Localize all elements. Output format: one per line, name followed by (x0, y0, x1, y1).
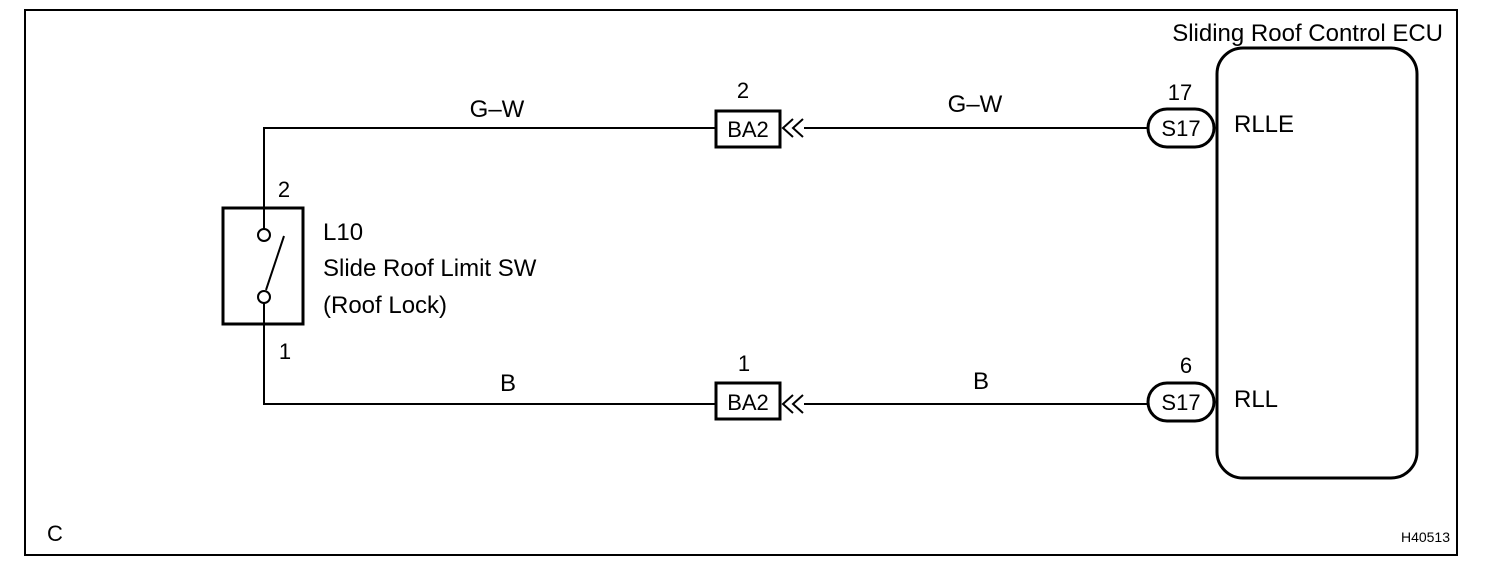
ecu-connector-bottom-label: S17 (1161, 390, 1200, 415)
junction-top-arrow-1 (781, 118, 794, 138)
ecu-connector-top-label: S17 (1161, 116, 1200, 141)
junction-bottom-box (714, 381, 782, 421)
switch-pin-bottom: 1 (279, 339, 291, 364)
wire-bottom-color-left: B (500, 370, 516, 397)
junction-bottom-label: BA2 (727, 390, 769, 415)
ecu-connector-top: S17 (1146, 107, 1216, 149)
ecu-pin-top: 17 (1168, 80, 1192, 105)
junction-top-box (714, 109, 782, 149)
ecu-terminal-rll: RLL (1234, 386, 1278, 413)
junction-bottom-arrow-2 (791, 394, 804, 414)
ecu-connector-bottom: S17 (1146, 381, 1216, 423)
ecu-box (1215, 46, 1419, 480)
junction-top-arrow-2 (791, 118, 804, 138)
wire-top-color-right: G–W (948, 91, 1003, 118)
junction-bottom-arrow-1 (781, 394, 794, 414)
junction-top-label: BA2 (727, 117, 769, 142)
wire-top (263, 127, 716, 228)
wire-bottom-color-right: B (973, 368, 989, 395)
junction-top-pin: 2 (737, 78, 749, 103)
limit-switch (221, 206, 305, 326)
switch-name: Slide Roof Limit SW (323, 255, 537, 282)
ecu-title: Sliding Roof Control ECU (1172, 20, 1443, 47)
junction-bottom-pin: 1 (738, 351, 750, 376)
ecu-terminal-rlle: RLLE (1234, 111, 1294, 138)
switch-pin-top: 2 (278, 177, 290, 202)
switch-subname: (Roof Lock) (323, 292, 447, 319)
switch-code: L10 (323, 219, 363, 246)
wire-bottom (263, 303, 716, 405)
ecu-pin-bottom: 6 (1180, 353, 1192, 378)
corner-label: C (47, 521, 63, 546)
figure-code: H40513 (1401, 529, 1450, 545)
switch-blade (265, 235, 285, 291)
wire-top-color-left: G–W (470, 96, 525, 123)
diagram-frame (24, 9, 1458, 556)
